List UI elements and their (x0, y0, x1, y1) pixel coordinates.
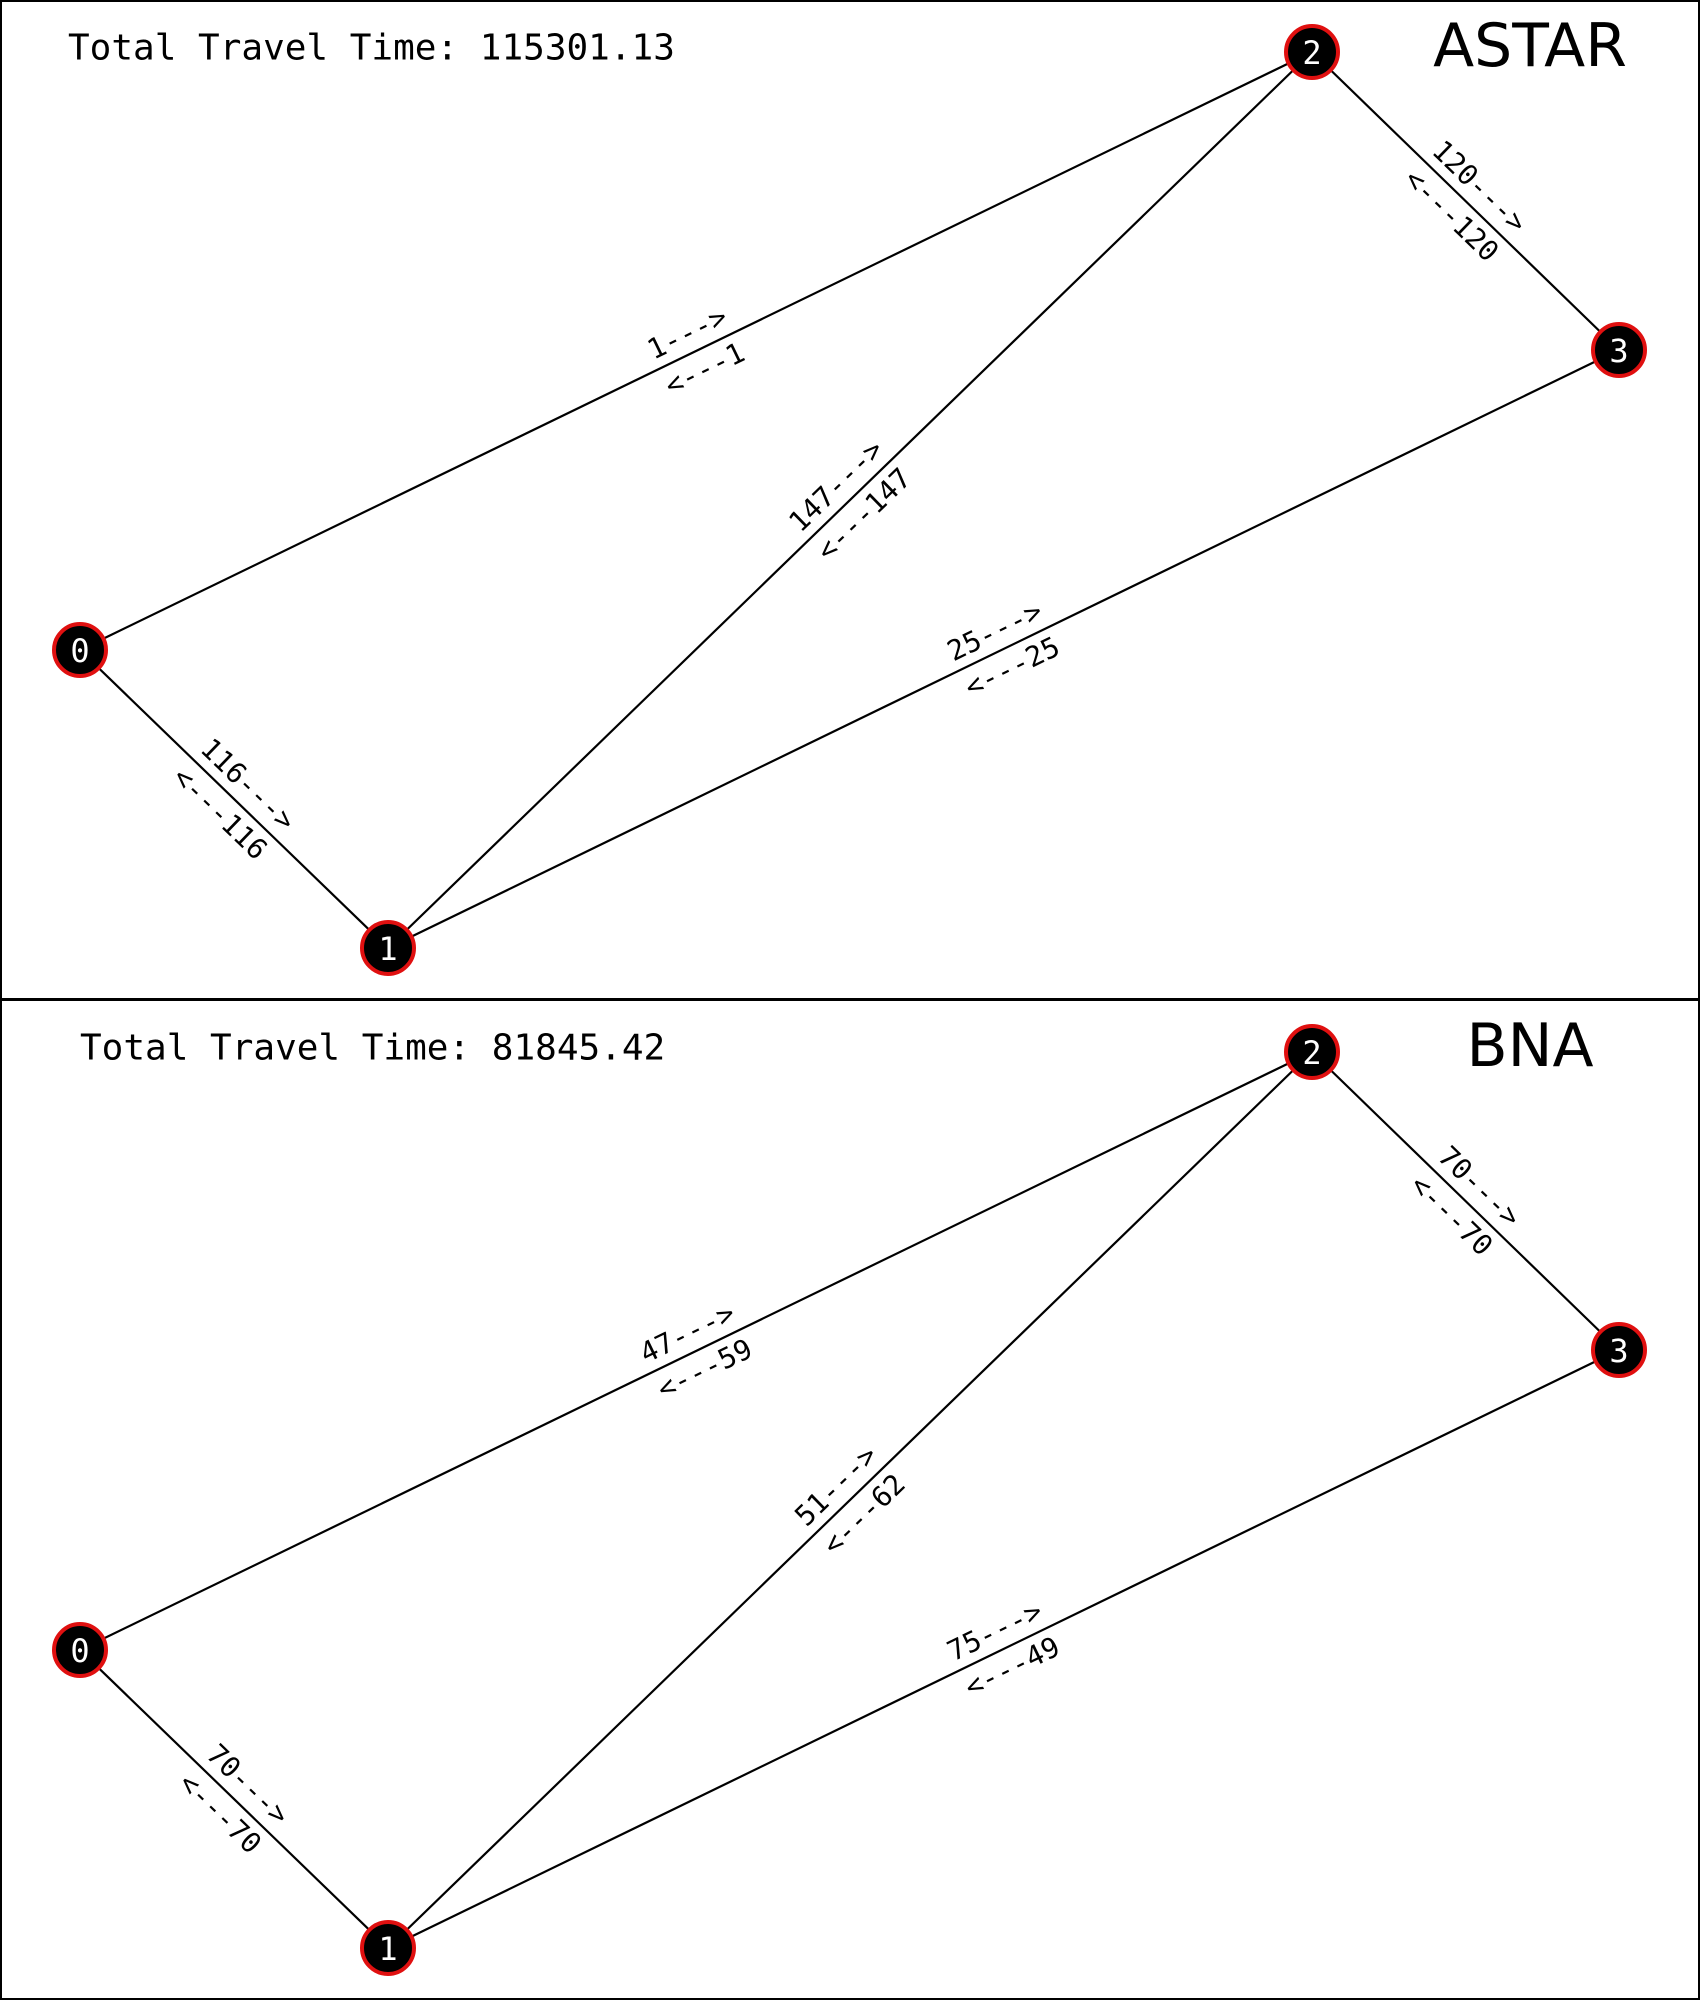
node-0 (52, 622, 108, 678)
node-label: 1 (378, 930, 397, 968)
bna-panel: Total Travel Time: 81845.42 BNA 47---><-… (0, 999, 1700, 2000)
node-label: 2 (1302, 1034, 1321, 1072)
nodes-group: 0 1 2 3 (52, 1024, 1647, 1976)
algorithm-title: BNA (1466, 1011, 1593, 1081)
node-label: 3 (1609, 332, 1628, 370)
node-label: 1 (378, 1930, 397, 1968)
node-2 (1284, 1024, 1340, 1080)
total-travel-time: Total Travel Time: 81845.42 (80, 1028, 665, 1069)
edge-2-3 (1311, 1051, 1620, 1351)
edge-0-1 (79, 1649, 389, 1949)
node-label: 2 (1302, 34, 1321, 72)
astar-panel: Total Travel Time: 115301.13 ASTAR 1--->… (0, 0, 1700, 1000)
panel-border (0, 999, 1700, 2000)
node-1 (360, 1920, 416, 1976)
edge-0-2 (79, 1051, 1313, 1651)
edge-1-3 (387, 349, 1620, 949)
edge-1-2 (387, 1051, 1313, 1949)
edge-0-1 (79, 649, 389, 949)
edges-group: 1---><---1147---><---14725---><---25116-… (79, 51, 1620, 949)
node-0 (52, 1622, 108, 1678)
nodes-group: 0 1 2 3 (52, 24, 1647, 976)
edge-2-3 (1311, 51, 1620, 351)
edges-group: 47---><---5951---><---6275---><---4970--… (79, 1051, 1620, 1949)
edge-0-2 (79, 51, 1313, 651)
node-3 (1591, 1322, 1647, 1378)
node-3 (1591, 322, 1647, 378)
node-label: 3 (1609, 1332, 1628, 1370)
node-2 (1284, 24, 1340, 80)
node-1 (360, 920, 416, 976)
edge-1-3 (387, 1349, 1620, 1949)
node-label: 0 (70, 632, 89, 670)
edge-1-2 (387, 51, 1313, 949)
total-travel-time: Total Travel Time: 115301.13 (68, 28, 675, 69)
algorithm-title: ASTAR (1433, 11, 1627, 81)
node-label: 0 (70, 1632, 89, 1670)
